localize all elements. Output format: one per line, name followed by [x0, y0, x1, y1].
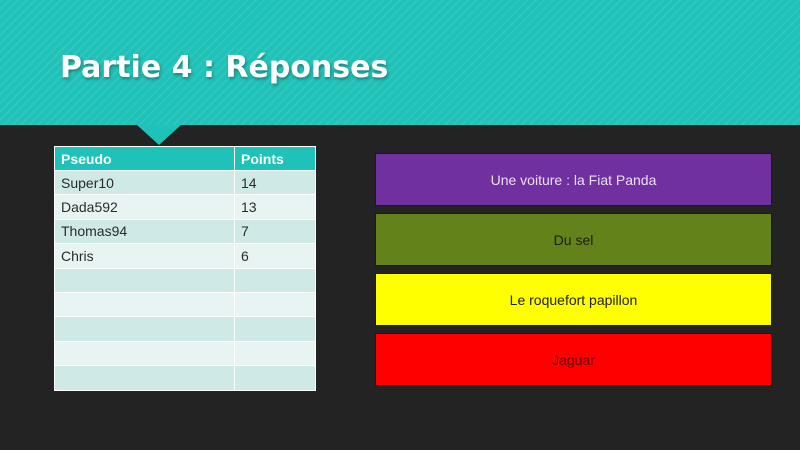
cell-points: [234, 267, 316, 293]
column-header-points: Points: [234, 146, 316, 171]
answer-option-4[interactable]: Jaguar: [375, 333, 772, 386]
answers-list: Une voiture : la Fiat Panda Du sel Le ro…: [375, 153, 772, 393]
answer-option-2[interactable]: Du sel: [375, 213, 772, 266]
answer-option-3[interactable]: Le roquefort papillon: [375, 273, 772, 326]
cell-points: 7: [234, 218, 316, 245]
column-header-pseudo: Pseudo: [54, 146, 235, 171]
cell-points: [234, 291, 316, 318]
table-row: Thomas94 7: [54, 218, 316, 245]
table-row: [54, 340, 316, 367]
cell-pseudo: [54, 316, 235, 342]
table-row: [54, 365, 316, 391]
cell-points: 13: [234, 194, 316, 220]
scoreboard-table: Pseudo Points Super10 14 Dada592 13 Thom…: [54, 146, 316, 391]
table-row: Super10 14: [54, 169, 316, 196]
cell-points: 6: [234, 243, 316, 269]
answer-option-1[interactable]: Une voiture : la Fiat Panda: [375, 153, 772, 206]
cell-pseudo: Thomas94: [54, 218, 235, 245]
slide-header: [0, 0, 800, 125]
cell-pseudo: Dada592: [54, 194, 235, 220]
cell-points: [234, 340, 316, 367]
cell-points: [234, 316, 316, 342]
table-header-row: Pseudo Points: [54, 146, 316, 171]
table-row: [54, 316, 316, 342]
table-row: Dada592 13: [54, 194, 316, 220]
cell-points: [234, 365, 316, 391]
cell-pseudo: [54, 291, 235, 318]
table-row: [54, 267, 316, 293]
header-notch: [137, 125, 181, 145]
cell-pseudo: [54, 340, 235, 367]
cell-pseudo: [54, 267, 235, 293]
cell-pseudo: Chris: [54, 243, 235, 269]
slide-title: Partie 4 : Réponses: [60, 50, 389, 85]
cell-pseudo: [54, 365, 235, 391]
cell-points: 14: [234, 169, 316, 196]
cell-pseudo: Super10: [54, 169, 235, 196]
table-row: [54, 291, 316, 318]
table-row: Chris 6: [54, 243, 316, 269]
